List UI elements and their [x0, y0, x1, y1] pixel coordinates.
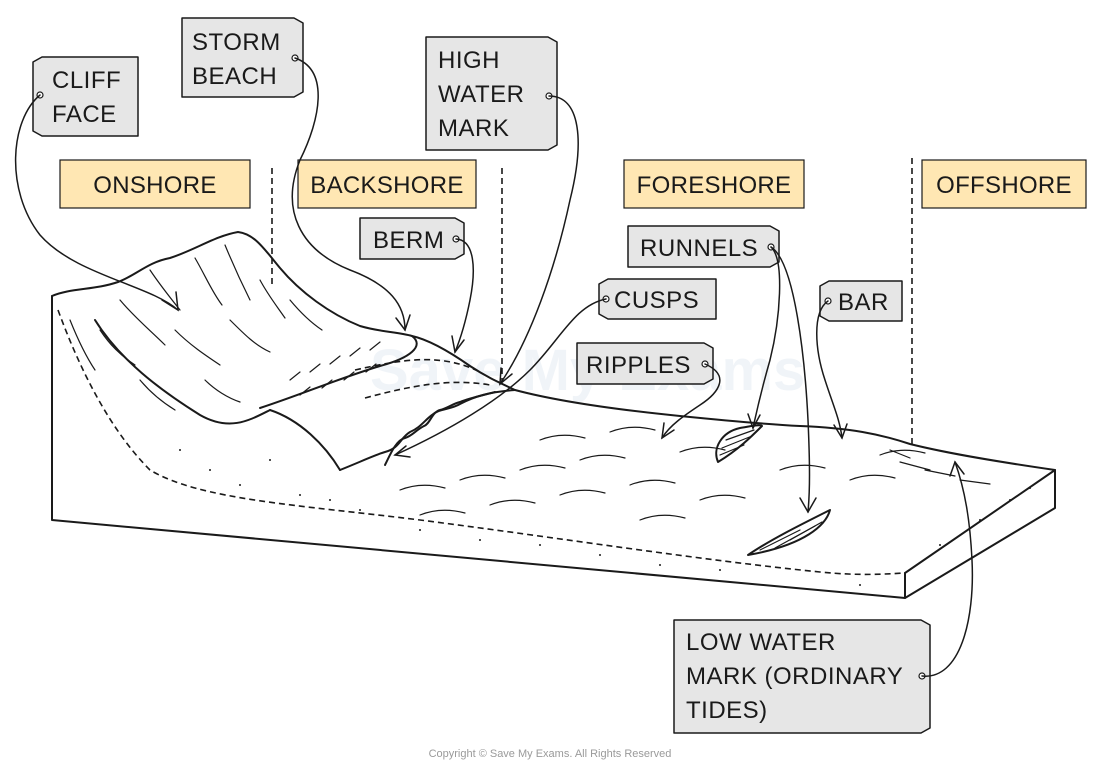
- leader-storm-beach: [291, 57, 406, 331]
- tag-low-water-mark-box: [673, 619, 931, 734]
- tag-low-water-mark-line1: LOW WATER: [686, 629, 836, 656]
- tag-low-water-mark: LOW WATER MARK (ORDINARY TIDES): [673, 619, 931, 734]
- arrow-cusps: [393, 445, 411, 458]
- tag-ripples-box: [576, 342, 714, 385]
- tag-berm: BERM: [359, 217, 465, 260]
- zone-foreshore: FORESHORE: [623, 159, 805, 209]
- tag-runnels-box: [627, 225, 780, 268]
- tag-bar-label: BAR: [838, 289, 889, 316]
- block-side-face: [904, 469, 1056, 599]
- zone-dividers: [271, 158, 913, 444]
- zone-onshore: ONSHORE: [59, 159, 251, 209]
- tag-cusps: CUSPS: [598, 278, 717, 320]
- leader-cusps: [394, 298, 607, 456]
- tag-storm-beach-box: [181, 17, 304, 98]
- runnel-hatch-lower: [759, 521, 823, 551]
- tag-berm-label: BERM: [373, 227, 444, 254]
- arrow-berm: [451, 335, 465, 354]
- leader-runnels-upper: [752, 246, 781, 429]
- storm-beach-edge: [259, 335, 418, 409]
- leader-bar: [816, 300, 843, 439]
- arrow-ripples: [661, 422, 675, 440]
- storm-beach-texture: [289, 341, 381, 396]
- zone-foreshore-label: FORESHORE: [637, 172, 792, 199]
- tag-runnels-label: RUNNELS: [640, 235, 758, 262]
- runnel-hatch-upper: [719, 429, 755, 456]
- berm-dashes-2: [364, 381, 491, 399]
- cliff-ledge: [94, 319, 271, 425]
- tag-cliff-face-line2: FACE: [52, 101, 117, 128]
- arrow-cliff-face: [161, 291, 179, 312]
- tag-berm-box: [359, 217, 465, 260]
- tag-cusps-label: CUSPS: [614, 287, 699, 314]
- zone-backshore-box: [297, 159, 477, 209]
- runnel-shape-upper: [715, 424, 763, 463]
- arrow-high-water-mark: [499, 367, 513, 386]
- landscape-block: [51, 231, 1056, 599]
- tag-high-water-mark-box: [425, 36, 558, 151]
- tag-storm-beach-line1: STORM: [192, 29, 281, 56]
- tag-ripples-label: RIPPLES: [586, 352, 691, 379]
- tag-low-water-mark-line2: MARK (ORDINARY: [686, 663, 903, 690]
- tag-runnels: RUNNELS: [627, 225, 780, 268]
- berm-dashes-1: [354, 358, 481, 373]
- zone-onshore-label: ONSHORE: [93, 172, 216, 199]
- tag-high-water-mark-line1: HIGH: [438, 47, 500, 74]
- leader-ripples: [661, 363, 721, 439]
- copyright: Copyright © Save My Exams. All Rights Re…: [429, 748, 672, 760]
- zone-backshore-label: BACKSHORE: [310, 172, 463, 199]
- leader-runnels-lower: [770, 246, 811, 513]
- tag-cliff-face-box: [32, 56, 139, 137]
- berm-ridge: [339, 389, 516, 471]
- leader-high-water-mark: [499, 95, 579, 385]
- arrow-storm-beach: [395, 314, 411, 332]
- leader-lines: [14, 57, 974, 677]
- tag-ripples: RIPPLES: [576, 342, 714, 385]
- zone-onshore-box: [59, 159, 251, 209]
- subsurface-dashed-line: [57, 309, 906, 576]
- offshore-texture: [889, 449, 991, 485]
- foreshore-texture: [399, 426, 926, 521]
- leader-low-water-mark: [921, 461, 974, 677]
- zone-foreshore-box: [623, 159, 805, 209]
- zone-backshore: BACKSHORE: [297, 159, 477, 209]
- leader-berm: [454, 238, 475, 353]
- tag-cusps-box: [598, 278, 717, 320]
- tag-storm-beach: STORM BEACH: [181, 17, 304, 98]
- leader-cliff-face: [14, 94, 179, 311]
- tag-bar: BAR: [819, 280, 903, 322]
- tag-high-water-mark-line3: MARK: [438, 115, 509, 142]
- tag-high-water-mark: HIGH WATER MARK: [425, 36, 558, 151]
- zone-offshore-box: [921, 159, 1087, 209]
- sediment-dots: [179, 449, 1031, 586]
- arrow-runnels-upper: [747, 413, 761, 430]
- block-front-face: [51, 295, 906, 599]
- runnel-shape-lower: [747, 509, 831, 556]
- cusps-line: [384, 391, 496, 466]
- zone-offshore-label: OFFSHORE: [936, 172, 1072, 199]
- tag-cliff-face: CLIFF FACE: [32, 56, 139, 137]
- tag-high-water-mark-line2: WATER: [438, 81, 525, 108]
- tag-bar-box: [819, 280, 903, 322]
- zone-offshore: OFFSHORE: [921, 159, 1087, 209]
- arrow-runnels-lower: [799, 497, 817, 514]
- tag-storm-beach-line2: BEACH: [192, 63, 277, 90]
- cliff-toe: [269, 409, 341, 471]
- tag-cliff-face-line1: CLIFF: [52, 67, 121, 94]
- arrow-low-water-mark: [949, 460, 965, 477]
- arrow-bar: [833, 423, 848, 440]
- cliff-texture: [69, 244, 323, 411]
- tag-low-water-mark-line3: TIDES): [686, 697, 768, 724]
